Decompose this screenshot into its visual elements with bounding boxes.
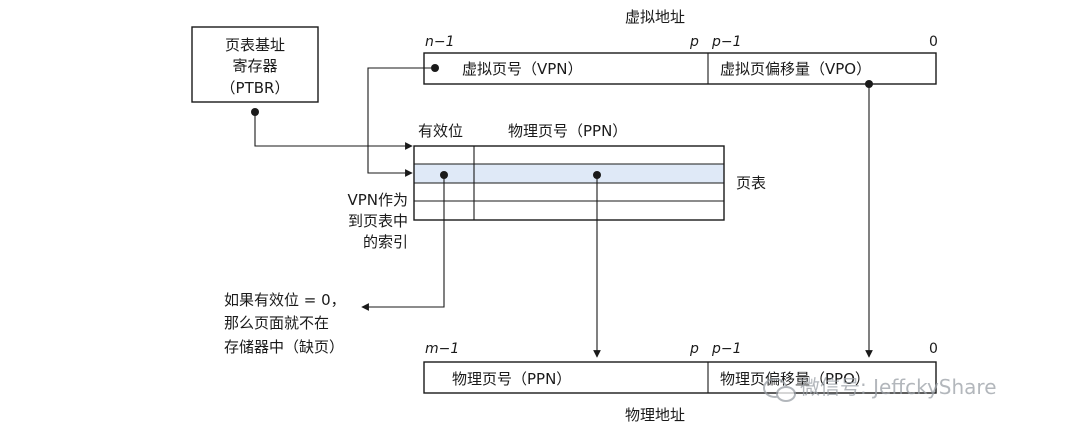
virtual-address-title: 虚拟地址 bbox=[625, 8, 685, 26]
ptbr-label-line1: 页表基址 bbox=[225, 36, 285, 54]
valid-bit-to-fault-arrow bbox=[361, 175, 445, 311]
ptbr-label-line3: （PTBR） bbox=[221, 79, 290, 97]
invalid-note-line3: 存储器中（缺页） bbox=[224, 338, 344, 356]
pa-bit-zero-label: 0 bbox=[929, 341, 938, 357]
watermark: 微信号: JeffckyShare bbox=[763, 375, 997, 402]
vpn-index-line1: VPN作为 bbox=[347, 191, 408, 209]
wechat-icon bbox=[763, 378, 796, 402]
vpo-field-label: 虚拟页偏移量（VPO） bbox=[720, 60, 871, 78]
pa-bit-p1-label: p−1 bbox=[711, 341, 742, 357]
ppn-field-label: 物理页号（PPN） bbox=[452, 370, 571, 388]
virtual-address-box bbox=[423, 52, 937, 85]
page-table-label: 页表 bbox=[736, 174, 766, 192]
physical-address-box bbox=[423, 361, 937, 394]
invalid-note-line1: 如果有效位 = 0， bbox=[224, 291, 346, 309]
ptbr-to-page-table-arrow bbox=[254, 112, 413, 150]
va-bit-p1-label: p−1 bbox=[711, 34, 742, 50]
watermark-text: 微信号: JeffckyShare bbox=[800, 375, 997, 399]
vpn-dot bbox=[431, 64, 439, 72]
ppn-header: 物理页号（PPN） bbox=[508, 122, 627, 140]
vpn-index-line3: 的索引 bbox=[363, 233, 408, 251]
vpo-dot bbox=[865, 80, 873, 88]
ptbr-register-box bbox=[191, 26, 319, 103]
vpn-to-page-table-arrow bbox=[367, 67, 431, 177]
physical-address-title: 物理地址 bbox=[625, 406, 685, 424]
pa-bit-high-label: m−1 bbox=[425, 341, 459, 357]
valid-bit-header: 有效位 bbox=[418, 122, 463, 140]
va-bit-high-label: n−1 bbox=[425, 34, 455, 50]
vpn-index-line2: 到页表中 bbox=[348, 212, 408, 230]
page-table-selected-row bbox=[414, 164, 724, 183]
invalid-note-line2: 那么页面就不在 bbox=[224, 314, 329, 332]
va-bit-zero-label: 0 bbox=[929, 34, 938, 50]
ptbr-label-line2: 寄存器 bbox=[232, 57, 277, 75]
ppo-field-label: 物理页偏移量（PPO） bbox=[720, 370, 870, 388]
va-bit-p-label: p bbox=[689, 34, 699, 50]
pa-bit-p-label: p bbox=[689, 341, 699, 357]
vpn-field-label: 虚拟页号（VPN） bbox=[462, 60, 583, 78]
